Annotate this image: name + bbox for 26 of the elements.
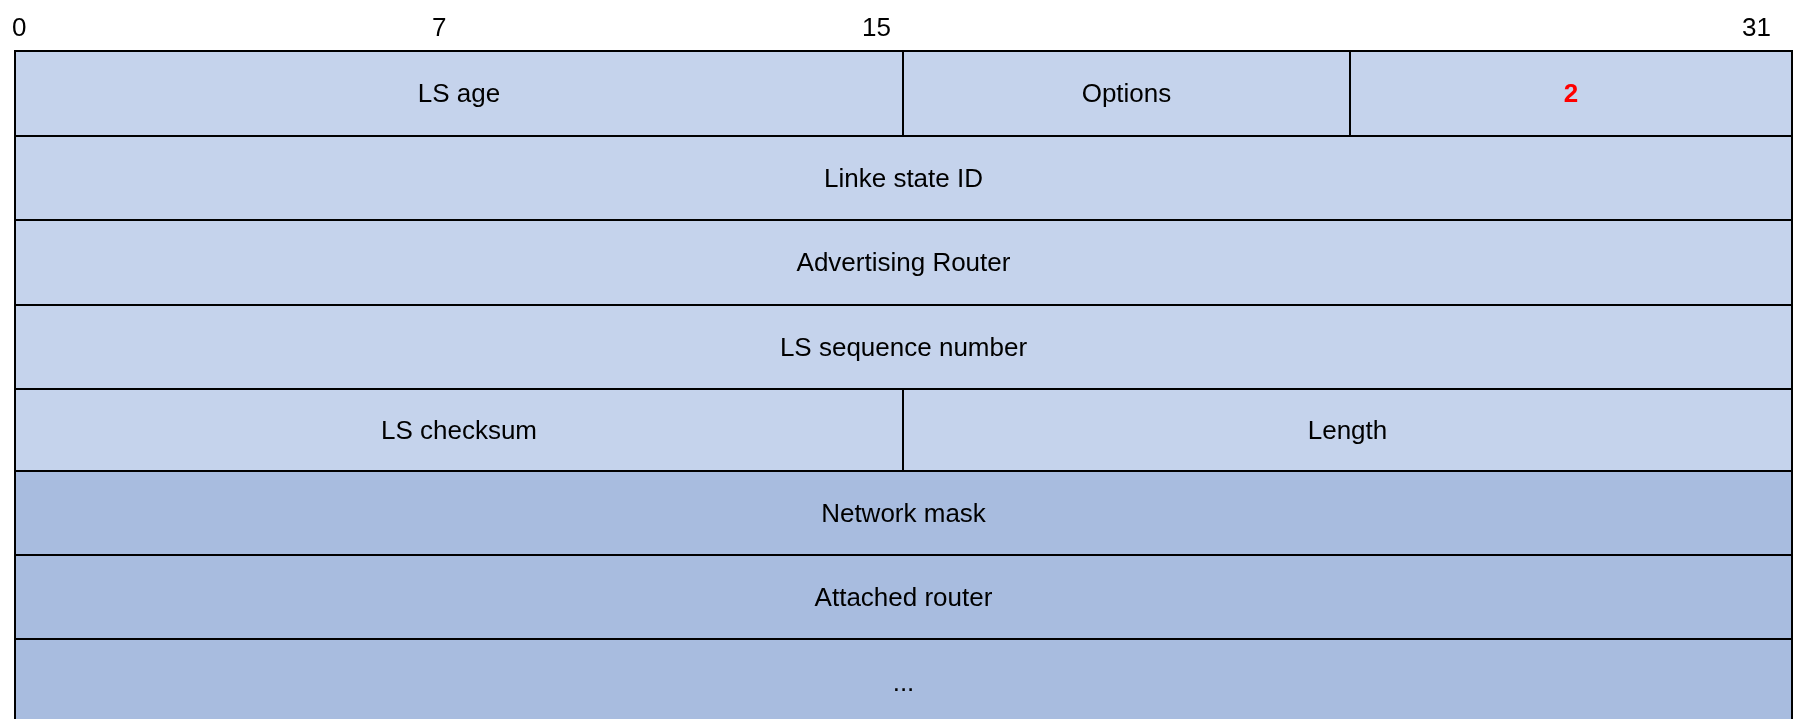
bit-position: 0: [12, 12, 27, 43]
field-name: Options: [1081, 78, 1172, 109]
bit-position: 7: [432, 12, 447, 43]
field-name: Length: [1307, 414, 1388, 446]
field-cell: [14, 554, 1793, 640]
field-cell: [1349, 50, 1793, 137]
field-name: Network mask: [821, 497, 986, 529]
field-value: 2: [1563, 78, 1579, 109]
field-name: Advertising Router: [796, 247, 1011, 278]
field-name: LS age: [417, 78, 501, 109]
field-cell: [902, 388, 1793, 472]
field-name: Linke state ID: [824, 162, 983, 194]
field-cell: [14, 388, 904, 472]
field-name: Attached router: [814, 581, 993, 613]
field-name: ...: [892, 666, 915, 698]
field-cell: [14, 135, 1793, 221]
field-cell: [14, 638, 1793, 719]
field-cell: [14, 470, 1793, 556]
bit-position: 31: [1742, 12, 1771, 43]
field-cell: [14, 219, 1793, 306]
field-name: LS sequence number: [779, 331, 1028, 363]
field-cell: [14, 50, 904, 137]
field-cell: [902, 50, 1351, 137]
bit-position: 15: [862, 12, 891, 43]
field-cell: [14, 304, 1793, 390]
field-name: LS checksum: [380, 414, 538, 446]
